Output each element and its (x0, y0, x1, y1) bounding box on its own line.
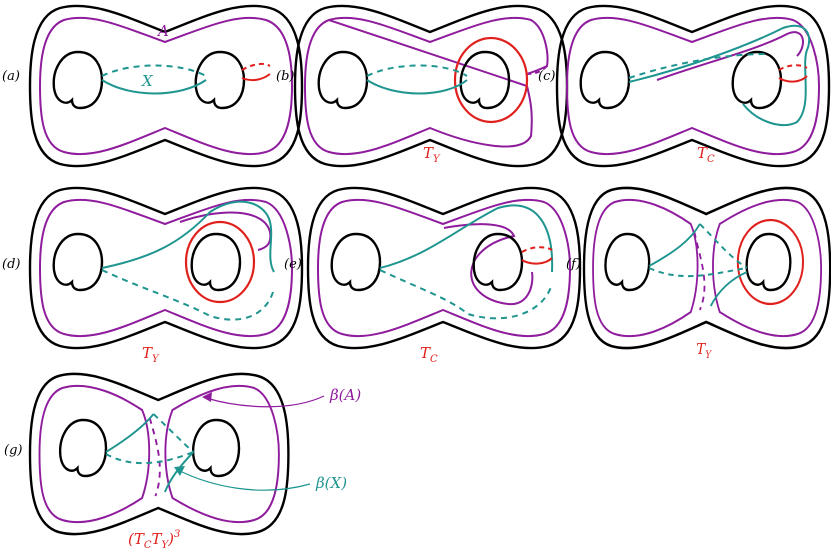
label-beta-A: β(A) (329, 386, 361, 404)
surface-outline (555, 4, 831, 168)
curve-X-solid (101, 79, 207, 95)
arrow-beta-A (205, 395, 325, 408)
curve-X-solid (101, 200, 275, 273)
curve-A-inner (179, 211, 272, 251)
label-beta-X: β(X) (315, 474, 347, 492)
hole-left (317, 50, 369, 110)
curve-C-dashed (778, 64, 808, 71)
curve-C-dashed (241, 62, 271, 71)
panel-label-a: (a) (2, 69, 20, 84)
curve-C-solid (521, 257, 553, 265)
panel-e: TC (306, 186, 582, 365)
hole-right (191, 418, 241, 478)
surface-outline (582, 186, 831, 350)
hole-left (52, 50, 104, 110)
curve-A-inner (443, 223, 534, 306)
panel-label-c: (c) (538, 69, 555, 84)
twist-label: TC (697, 144, 715, 165)
curve-X-solid (628, 25, 811, 127)
curve-A (38, 16, 294, 156)
panel-f: TY (582, 186, 831, 361)
curve-A (38, 198, 294, 338)
curve-X-solid (105, 413, 195, 493)
curve-X-dashed (105, 413, 195, 465)
curve-A (303, 16, 549, 156)
twist-label: TY (696, 341, 713, 361)
twist-label: TY (423, 144, 441, 165)
curve-A-dashed (148, 417, 161, 497)
arrowhead-beta-A (202, 392, 212, 402)
hole-right (731, 50, 783, 110)
curve-C-solid (241, 73, 271, 82)
arrow-beta-X (177, 469, 311, 491)
curve-X-dashed (101, 64, 207, 77)
label-A: A (156, 22, 169, 40)
curve-Y (453, 36, 529, 124)
curve-Y (184, 220, 256, 304)
curve-A (565, 16, 821, 156)
panel-g (28, 372, 290, 536)
curve-A-dashed (526, 65, 548, 75)
curve-X-dashed (101, 269, 275, 321)
curve-X-solid (379, 204, 554, 273)
curve-C-solid (778, 75, 808, 83)
hole-right (194, 50, 246, 110)
panel-label-e: (e) (284, 257, 302, 272)
twist-label: TC (420, 344, 438, 365)
arrowhead-beta-X (174, 466, 185, 476)
curve-A-left (38, 384, 151, 524)
hole-right (190, 232, 242, 292)
panel-label-b: (b) (276, 69, 294, 84)
surface-outline (28, 186, 304, 350)
curve-X-solid (648, 223, 748, 307)
label-X: X (141, 72, 154, 90)
panel-a: A X (28, 4, 304, 168)
hole-right (459, 50, 511, 110)
panel-b: TY (293, 4, 569, 168)
panel-d: TY (28, 186, 304, 365)
panel-label-f: (f) (566, 257, 581, 272)
curve-A-right (712, 198, 823, 338)
curve-A-inner (656, 31, 804, 81)
curve-C-dashed (521, 246, 553, 253)
panel-label-g: (g) (4, 443, 22, 458)
curve-X-dashed (628, 53, 768, 79)
twist-label: TY (142, 344, 160, 365)
hole-left (579, 50, 631, 110)
surface-outline (306, 186, 582, 350)
hole-left (52, 232, 104, 292)
curve-A-right (164, 384, 280, 524)
curve-X-dashed (648, 223, 748, 278)
panel-c: TC (555, 4, 831, 168)
hole-right (745, 232, 792, 292)
hole-left (604, 232, 651, 292)
curve-X-solid (366, 79, 468, 95)
hole-left (58, 418, 108, 478)
curve-X-dashed (366, 64, 468, 77)
twist-label-g: (TCTY)3 (128, 529, 180, 551)
curve-X-dashed (379, 269, 553, 320)
hole-left (330, 232, 382, 292)
hole-right (472, 232, 524, 292)
curve-A (316, 198, 572, 338)
panel-label-d: (d) (2, 257, 20, 272)
curve-A (592, 198, 699, 338)
